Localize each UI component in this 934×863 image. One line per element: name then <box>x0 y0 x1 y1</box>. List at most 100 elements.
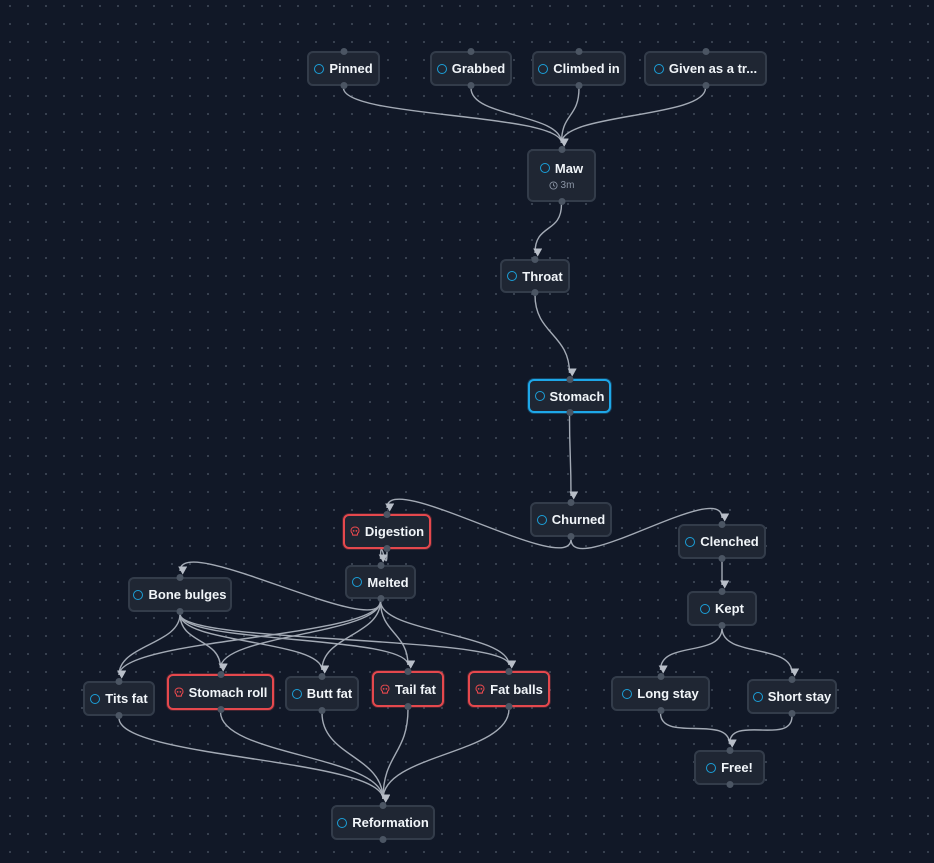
node-label: Stomach <box>549 388 605 404</box>
node-throat[interactable]: Throat <box>500 256 570 296</box>
edge-long_stay-to-free[interactable] <box>659 712 737 748</box>
edge-bone_bulges-to-tits_fat[interactable] <box>117 613 181 679</box>
output-handle[interactable] <box>575 82 583 89</box>
edge-short_stay-to-free[interactable] <box>727 715 793 748</box>
node-stomach-roll[interactable]: Stomach roll <box>167 671 274 713</box>
input-handle[interactable] <box>566 376 573 383</box>
node-grabbed[interactable]: Grabbed <box>430 48 512 89</box>
node-tits-fat[interactable]: Tits fat <box>83 678 155 719</box>
node-clenched[interactable]: Clenched <box>678 521 766 562</box>
input-handle[interactable] <box>377 562 384 569</box>
input-handle[interactable] <box>788 676 796 683</box>
output-handle[interactable] <box>726 781 733 788</box>
output-handle[interactable] <box>718 622 726 629</box>
circle-icon <box>538 63 549 74</box>
input-handle[interactable] <box>558 146 565 153</box>
output-handle[interactable] <box>718 555 726 562</box>
input-handle[interactable] <box>340 48 347 55</box>
output-handle[interactable] <box>505 703 513 710</box>
input-handle[interactable] <box>318 673 326 680</box>
node-climbed-in[interactable]: Climbed in <box>532 48 626 89</box>
node-butt-fat[interactable]: Butt fat <box>285 673 359 714</box>
node-pinned[interactable]: Pinned <box>307 48 380 89</box>
output-handle[interactable] <box>217 706 224 713</box>
edge-kept-to-long_stay[interactable] <box>658 627 723 674</box>
node-fat-balls[interactable]: Fat balls <box>468 668 550 710</box>
edge-pinned-to-maw[interactable] <box>342 87 569 147</box>
output-handle[interactable] <box>318 707 326 714</box>
node-tail-fat[interactable]: Tail fat <box>372 668 444 710</box>
output-handle[interactable] <box>383 545 391 552</box>
input-handle[interactable] <box>467 48 475 55</box>
edge-tits_fat-to-reformation[interactable] <box>118 717 391 803</box>
input-handle[interactable] <box>383 511 391 518</box>
input-handle[interactable] <box>726 747 733 754</box>
output-handle[interactable] <box>657 707 664 714</box>
edge-bone_bulges-to-fat_balls[interactable] <box>179 613 517 669</box>
node-churned[interactable]: Churned <box>530 499 612 540</box>
node-free[interactable]: Free! <box>694 747 765 788</box>
edge-fat_balls-to-reformation[interactable] <box>381 708 510 803</box>
input-handle[interactable] <box>567 499 575 506</box>
node-digestion[interactable]: Digestion <box>343 511 431 552</box>
input-handle[interactable] <box>115 678 123 685</box>
node-reformation[interactable]: Reformation <box>331 802 435 843</box>
input-handle[interactable] <box>718 521 726 528</box>
node-stomach[interactable]: Stomach <box>528 376 611 416</box>
edge-churned-to-digestion[interactable] <box>385 498 572 549</box>
input-handle[interactable] <box>176 574 184 581</box>
node-long-stay[interactable]: Long stay <box>611 673 710 714</box>
edge-melted-to-stomach_roll[interactable] <box>218 600 382 672</box>
output-handle[interactable] <box>566 409 573 416</box>
edge-tail_fat-to-reformation[interactable] <box>381 708 409 803</box>
edge-melted-to-tits_fat[interactable] <box>117 600 382 679</box>
edge-throat-to-stomach[interactable] <box>534 294 577 377</box>
edge-melted-to-butt_fat[interactable] <box>320 600 382 674</box>
edge-stomach_roll-to-reformation[interactable] <box>219 711 391 803</box>
edge-maw-to-throat[interactable] <box>533 203 563 257</box>
input-handle[interactable] <box>505 668 513 675</box>
input-handle[interactable] <box>531 256 539 263</box>
edge-grabbed-to-maw[interactable] <box>470 87 569 147</box>
edge-melted-to-fat_balls[interactable] <box>379 600 517 669</box>
input-handle[interactable] <box>379 802 387 809</box>
edge-given-to-maw[interactable] <box>559 87 707 147</box>
node-melted[interactable]: Melted <box>345 562 416 602</box>
node-short-stay[interactable]: Short stay <box>747 676 837 717</box>
edge-digestion-to-melted[interactable] <box>378 548 388 563</box>
edge-climbed_in-to-maw[interactable] <box>559 87 580 147</box>
node-given-as-a-treat[interactable]: Given as a tr... <box>644 48 767 89</box>
output-handle[interactable] <box>702 82 709 89</box>
output-handle[interactable] <box>115 712 123 719</box>
node-header: Grabbed <box>436 61 506 76</box>
edge-melted-to-tail_fat[interactable] <box>379 600 416 669</box>
output-handle[interactable] <box>176 608 184 615</box>
output-handle[interactable] <box>567 533 575 540</box>
output-handle[interactable] <box>340 82 347 89</box>
output-handle[interactable] <box>377 595 384 602</box>
edge-churned-to-clenched[interactable] <box>570 507 730 550</box>
output-handle[interactable] <box>788 710 796 717</box>
output-handle[interactable] <box>467 82 475 89</box>
edge-stomach-to-churned[interactable] <box>568 414 579 500</box>
input-handle[interactable] <box>657 673 664 680</box>
output-handle[interactable] <box>531 289 539 296</box>
input-handle[interactable] <box>575 48 583 55</box>
input-handle[interactable] <box>702 48 709 55</box>
input-handle[interactable] <box>404 668 412 675</box>
output-handle[interactable] <box>404 703 412 710</box>
node-kept[interactable]: Kept <box>687 588 757 629</box>
input-handle[interactable] <box>217 671 224 678</box>
edge-melted-to-bone_bulges[interactable] <box>178 561 382 611</box>
output-handle[interactable] <box>558 198 565 205</box>
node-label: Grabbed <box>451 61 506 76</box>
edge-bone_bulges-to-tail_fat[interactable] <box>179 613 416 669</box>
edge-bone_bulges-to-stomach_roll[interactable] <box>179 613 228 672</box>
edge-bone_bulges-to-butt_fat[interactable] <box>179 613 330 674</box>
edge-butt_fat-to-reformation[interactable] <box>321 712 391 803</box>
node-bone-bulges[interactable]: Bone bulges <box>128 574 232 615</box>
edge-kept-to-short_stay[interactable] <box>721 627 800 677</box>
output-handle[interactable] <box>379 836 387 843</box>
input-handle[interactable] <box>718 588 726 595</box>
